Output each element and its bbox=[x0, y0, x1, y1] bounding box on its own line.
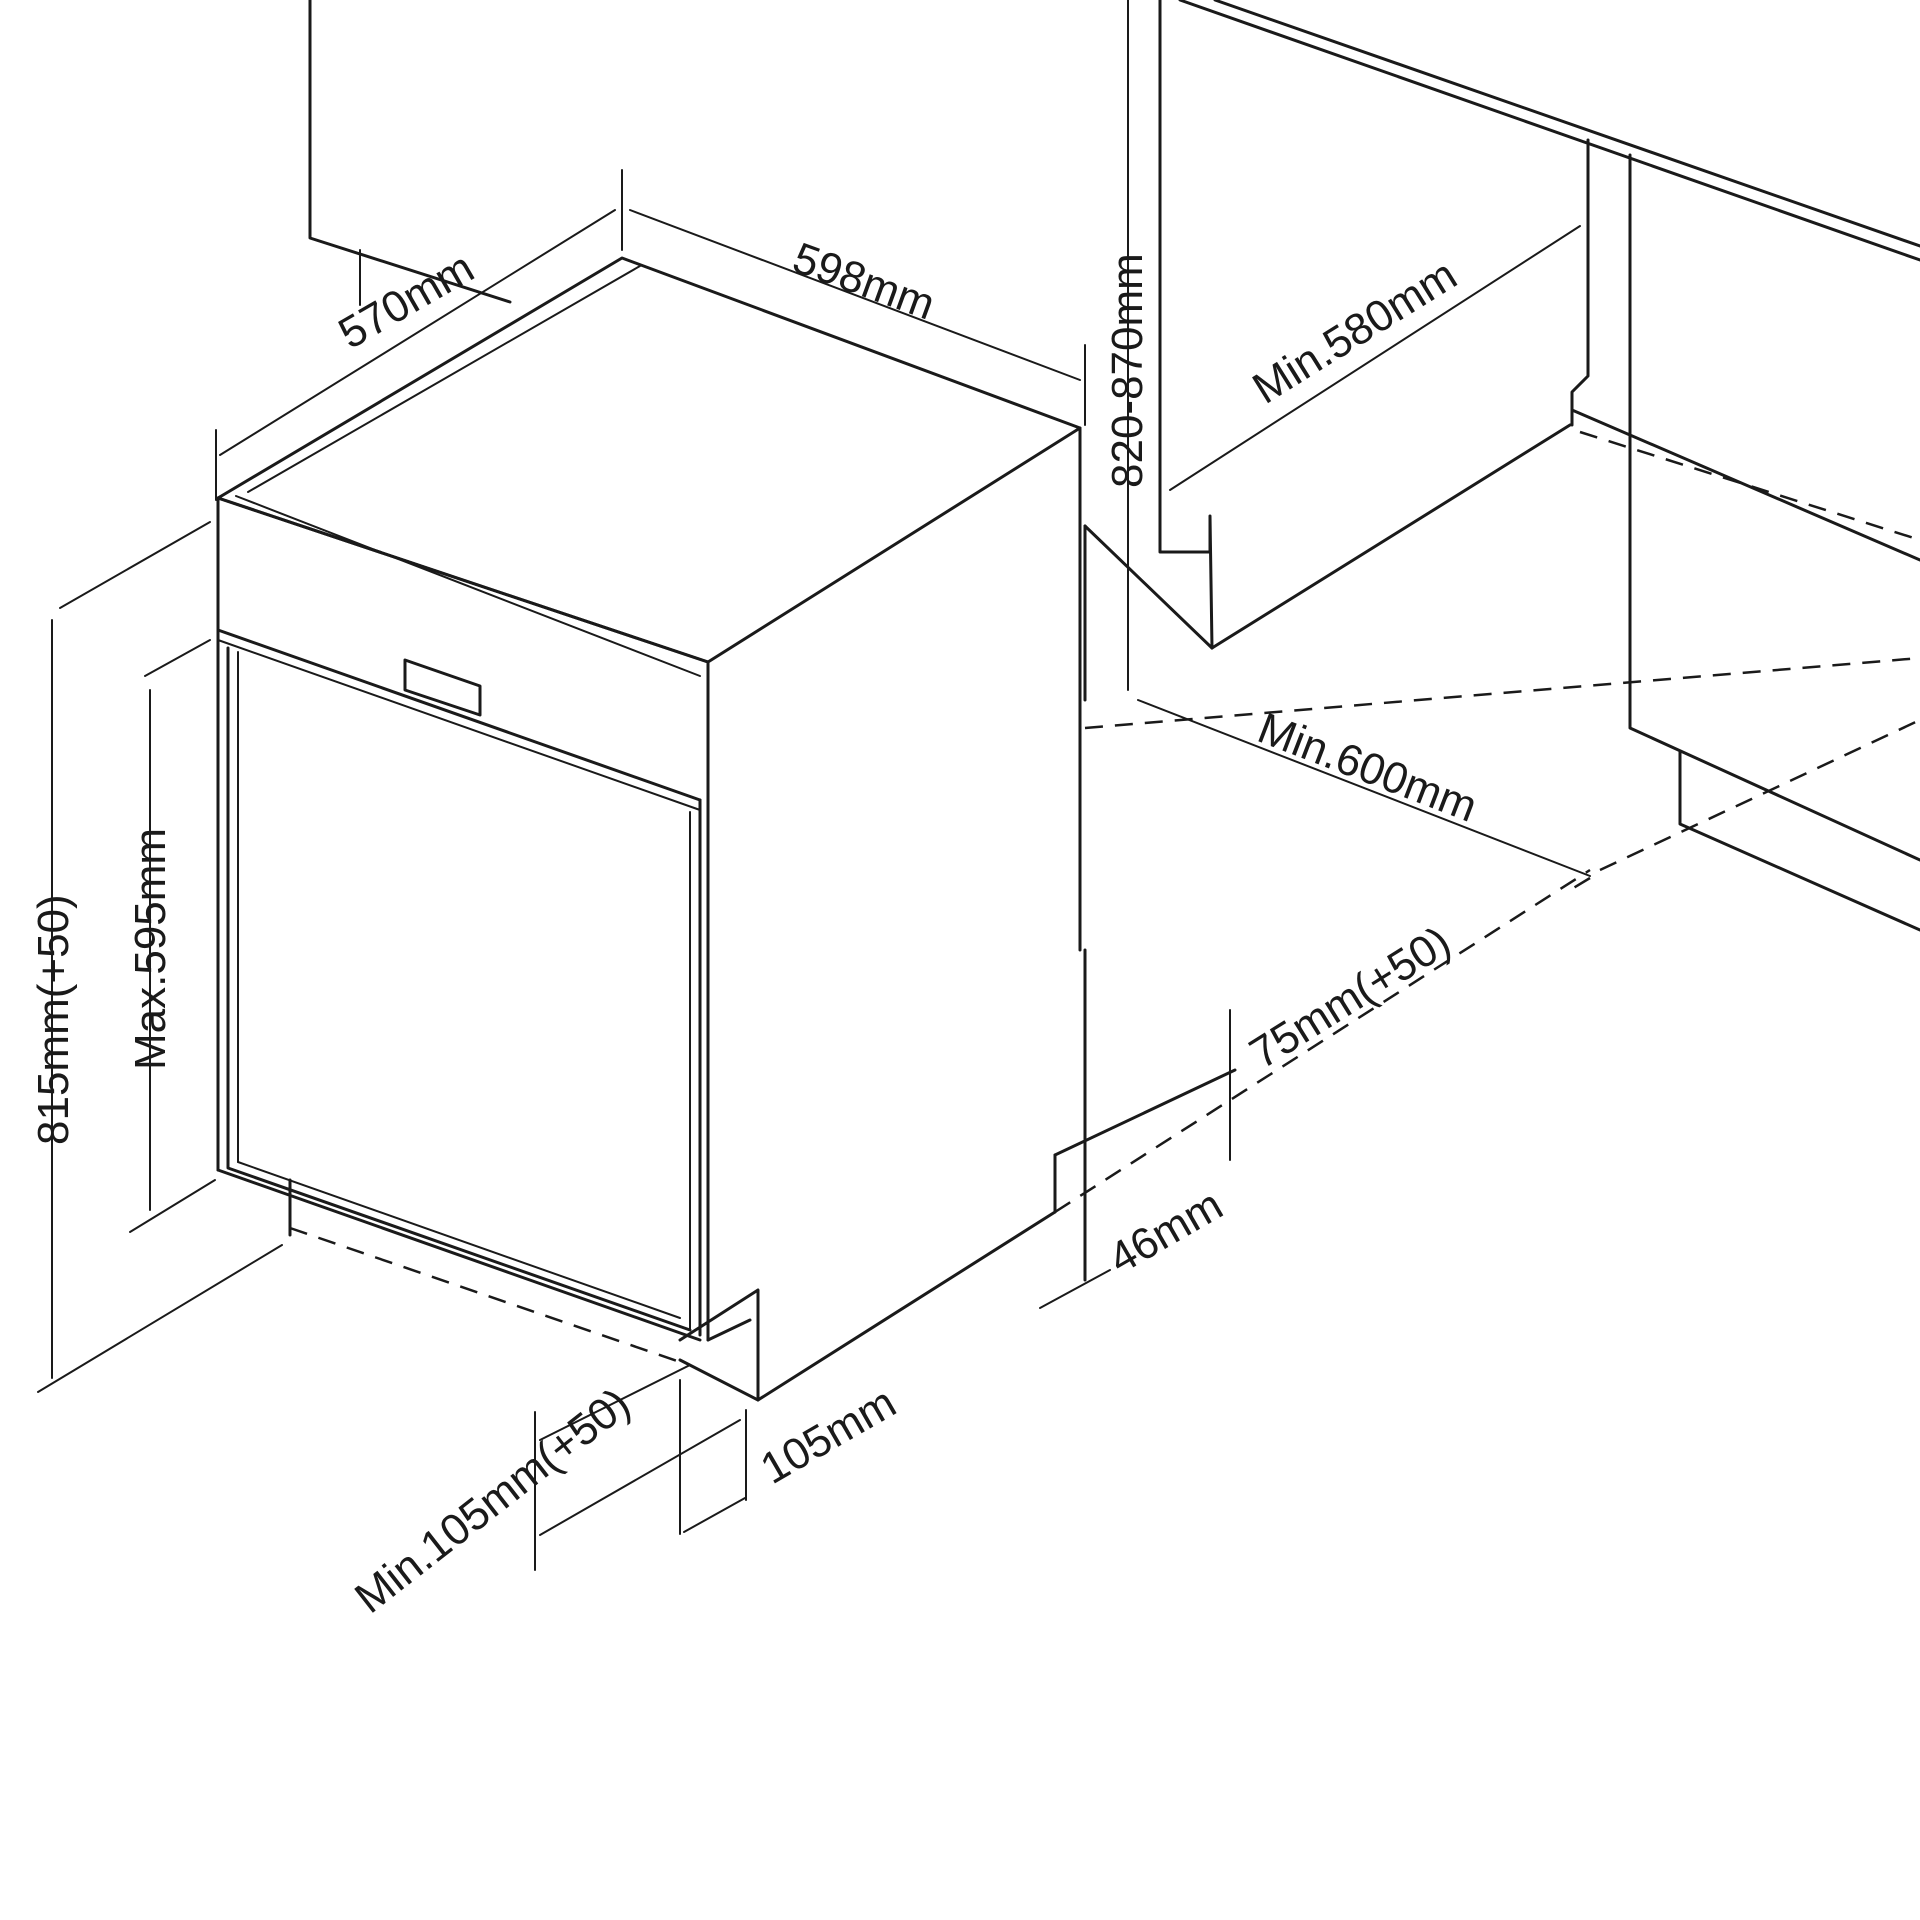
dishwasher-body bbox=[216, 256, 1082, 1402]
dimension-lines bbox=[37, 0, 1591, 1571]
label-plinth-height: 75mm(+50) bbox=[1241, 917, 1459, 1078]
label-plinth-offset: 46mm bbox=[1101, 1180, 1231, 1284]
kitchen-niche bbox=[308, 0, 1920, 1282]
label-depth: 570mm bbox=[331, 243, 483, 359]
label-niche-depth: Min.580mm bbox=[1244, 250, 1465, 413]
label-width: 598mm bbox=[787, 233, 942, 329]
label-niche-width: Min.600mm bbox=[1251, 704, 1483, 832]
label-total-height: 815mm(+50) bbox=[29, 894, 78, 1145]
label-foot-depth: Min.105mm(+50) bbox=[346, 1379, 639, 1623]
label-niche-height: 820-870mm bbox=[1103, 253, 1152, 488]
label-door-height: Max.595mm bbox=[126, 828, 175, 1070]
label-foot-front: 105mm bbox=[753, 1378, 905, 1494]
